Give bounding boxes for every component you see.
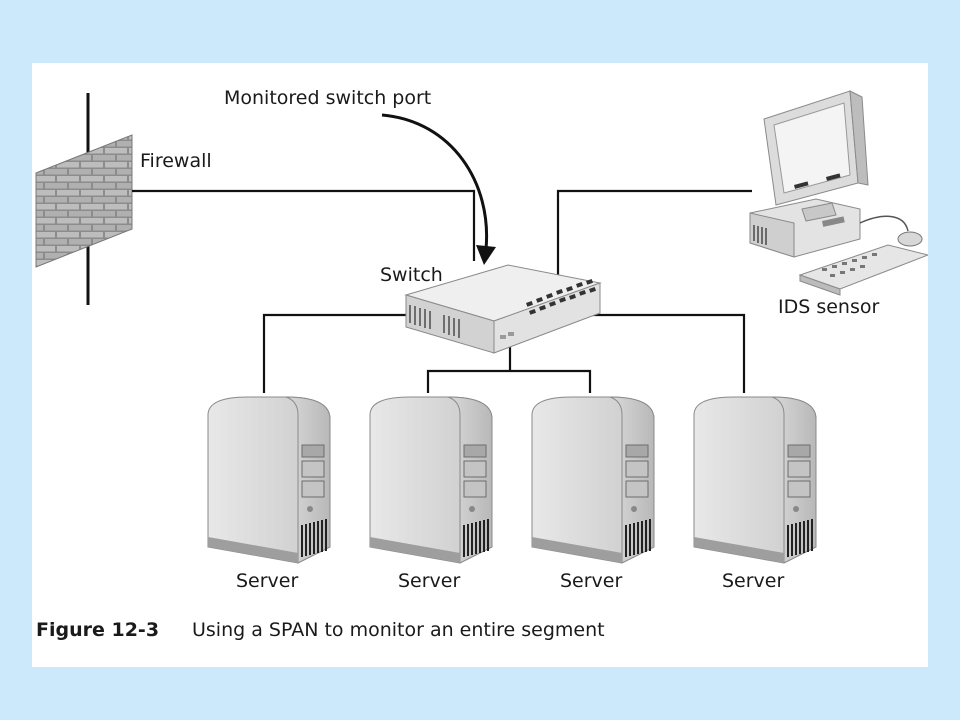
firewall-icon xyxy=(35,93,133,305)
server-icon-3 xyxy=(531,396,655,564)
server-label-1: Server xyxy=(236,570,298,592)
server-icon-2 xyxy=(369,396,493,564)
ids-sensor-computer-icon xyxy=(749,90,928,296)
figure-panel: Monitored switch port Firewall Switch ID… xyxy=(32,63,928,667)
monitored-port-arrow xyxy=(381,113,496,265)
figure-number: Figure 12-3 xyxy=(36,619,159,641)
monitored-port-label: Monitored switch port xyxy=(224,87,431,109)
server-label-4: Server xyxy=(722,570,784,592)
server-icon-4 xyxy=(693,396,817,564)
server-label-2: Server xyxy=(398,570,460,592)
switch-label: Switch xyxy=(380,264,443,286)
figure-caption: Using a SPAN to monitor an entire segmen… xyxy=(192,619,605,641)
server-label-3: Server xyxy=(560,570,622,592)
ids-sensor-label: IDS sensor xyxy=(778,296,879,318)
switch-icon xyxy=(404,264,602,354)
server-icon-1 xyxy=(207,396,331,564)
network-diagram: Monitored switch port Firewall Switch ID… xyxy=(35,87,928,641)
firewall-label: Firewall xyxy=(140,150,212,172)
